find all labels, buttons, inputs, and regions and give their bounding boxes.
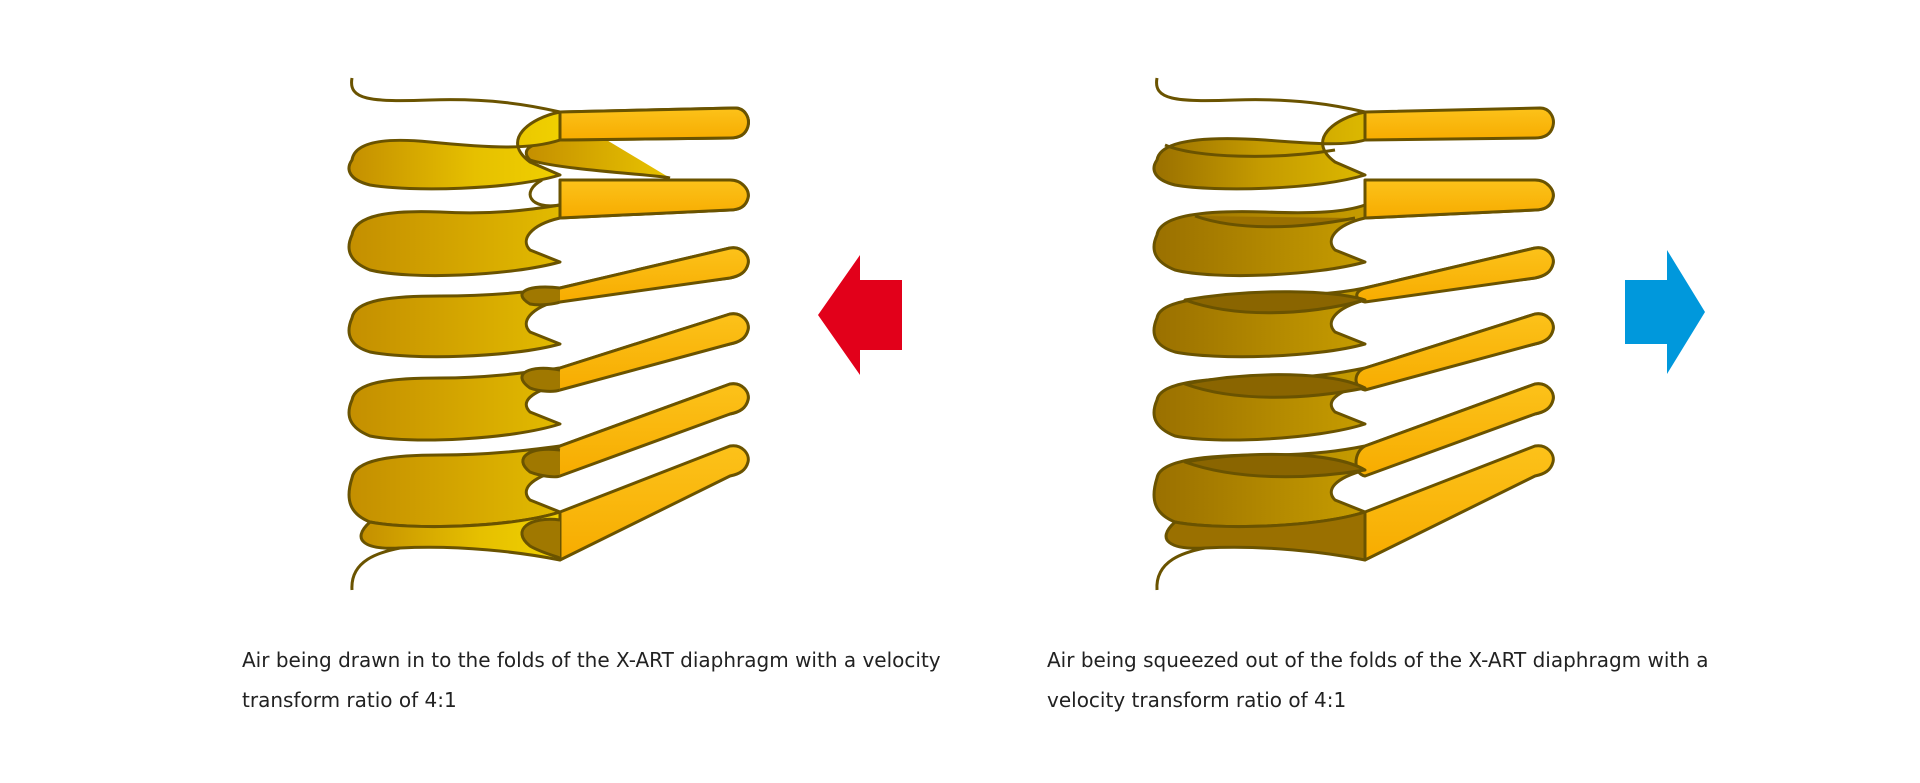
caption-air-drawn-in: Air being drawn in to the folds of the X… <box>242 648 941 712</box>
diaphragm-closed-diagram <box>1152 77 1705 591</box>
diaphragm-open-diagram <box>347 77 902 591</box>
diaphragm-folds-compressed <box>1152 77 1555 591</box>
diaphragm-folds <box>347 77 750 591</box>
arrow-right-icon <box>1625 250 1705 374</box>
caption-air-squeezed-out: Air being squeezed out of the folds of t… <box>1047 648 1709 712</box>
panel-air-squeezed-out: Air being squeezed out of the folds of t… <box>1035 0 1855 783</box>
arrow-left-icon <box>818 255 902 375</box>
panel-air-drawn-in: Air being drawn in to the folds of the X… <box>230 0 1050 783</box>
